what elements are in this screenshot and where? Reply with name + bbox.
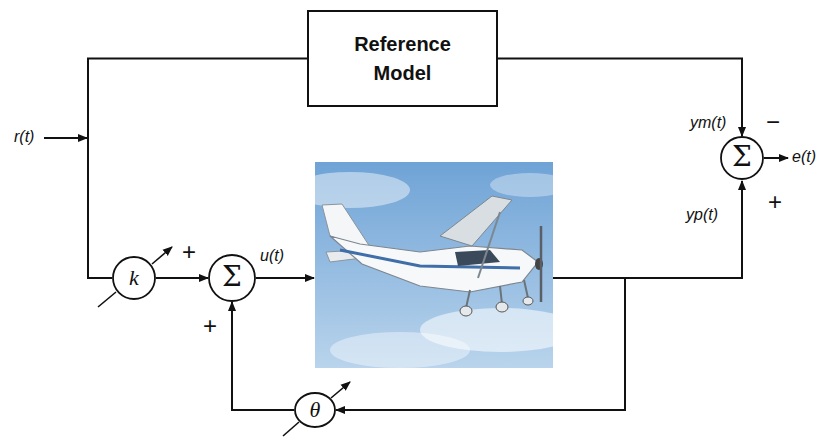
summing-junction: Σ <box>720 136 764 180</box>
symbol-text: k <box>129 267 139 289</box>
reference-model-box: Reference Model <box>307 10 498 107</box>
box-title: Reference Model <box>343 30 463 88</box>
output-wire <box>553 181 742 278</box>
symbol-text: Σ <box>222 263 242 291</box>
signal-connector <box>498 59 742 137</box>
adjustment-arrow <box>98 247 350 436</box>
summing-junction: Σ <box>208 254 256 302</box>
signal-name: ym(t) <box>690 113 726 132</box>
control-wire <box>256 277 314 279</box>
aircraft-photo <box>315 162 553 368</box>
symbol-text: Σ <box>732 143 752 171</box>
signal-name: e(t) <box>792 147 816 166</box>
sign-mark: + <box>182 240 196 264</box>
signal-connector <box>232 302 294 410</box>
error-wire <box>764 157 788 159</box>
sign-mark: + <box>768 190 782 214</box>
input-wire <box>44 137 87 139</box>
signal-name: yp(t) <box>686 205 718 224</box>
sign-mark: − <box>766 110 780 134</box>
signal-connector <box>156 277 208 279</box>
gain-circle: θ <box>294 392 336 428</box>
gain-circle: k <box>112 256 156 300</box>
symbol-text: θ <box>310 399 321 421</box>
signal-name: r(t) <box>14 127 34 146</box>
sign-mark: + <box>203 314 217 338</box>
feedback-wire <box>336 278 625 410</box>
signal-connector <box>88 59 307 279</box>
signal-name: u(t) <box>260 246 284 265</box>
